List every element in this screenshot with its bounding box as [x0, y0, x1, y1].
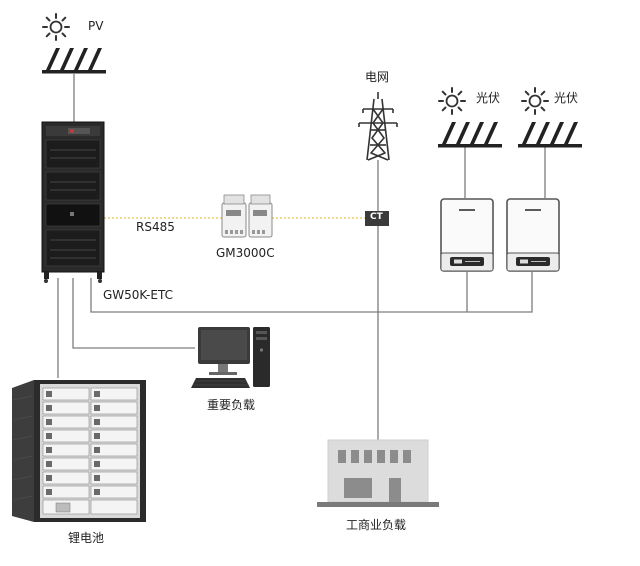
critical-load-label: 重要负载 [207, 398, 256, 412]
battery-rack-icon [12, 380, 146, 522]
rs485-label: RS485 [136, 220, 175, 234]
string-inverter-icon [440, 198, 494, 272]
solar-panel-icon [42, 48, 106, 74]
smart-meter-icon [221, 194, 273, 238]
solar-panel-icon [518, 122, 582, 148]
critical-load-line [72, 278, 195, 349]
ct-label: CT [370, 212, 383, 222]
sun-icon [521, 87, 549, 115]
ci-load-label: 工商业负载 [346, 518, 407, 532]
pv-right-label: 光伏 [554, 91, 579, 105]
energy-storage-cabinet-icon [41, 121, 105, 283]
battery-label: 锂电池 [68, 531, 105, 545]
pv-left-label: 光伏 [476, 91, 501, 105]
ct-box [365, 211, 389, 226]
power-pylon-icon [358, 92, 398, 161]
sun-icon [438, 87, 466, 115]
factory-building-icon [317, 439, 439, 507]
computer-icon [191, 327, 270, 388]
ac-bus-line [90, 272, 533, 313]
pv-main-label: PV [88, 19, 104, 33]
meter-label: GM3000C [216, 246, 275, 260]
string-inverter-icon [506, 198, 560, 272]
connection-lines [57, 74, 546, 445]
inverter-label: GW50K-ETC [103, 288, 173, 302]
solar-panel-icon [438, 122, 502, 148]
sun-icon [42, 13, 70, 41]
grid-label: 电网 [365, 70, 390, 84]
